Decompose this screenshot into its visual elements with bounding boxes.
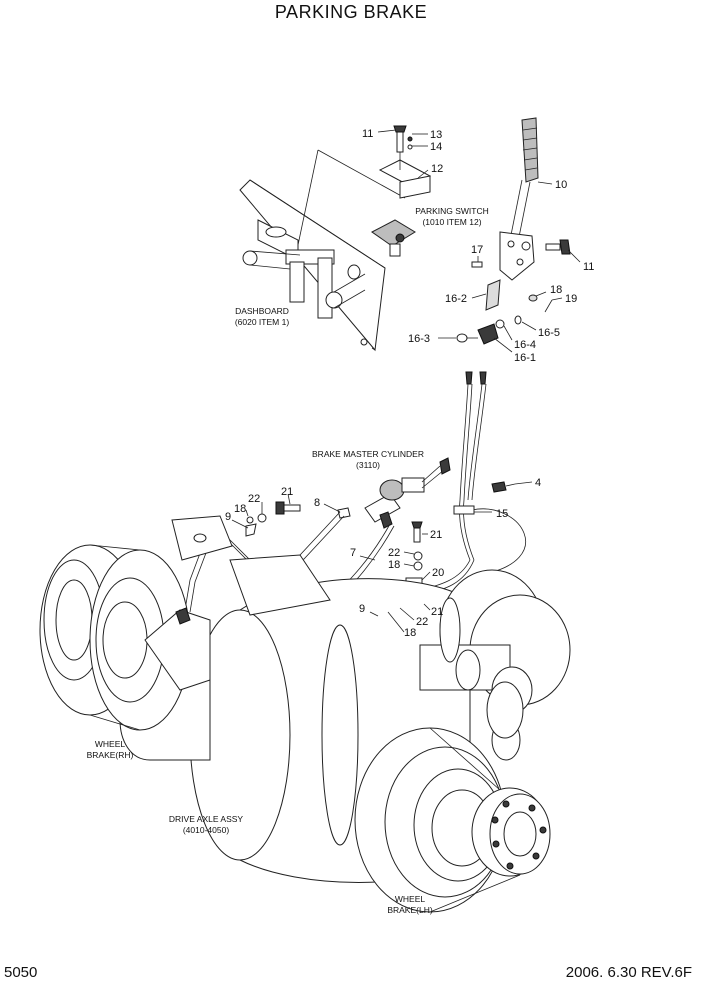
parking-switch-ref: (1010 ITEM 12) — [422, 217, 481, 227]
callout-15: 15 — [496, 508, 508, 520]
callout-18: 18 — [234, 503, 246, 515]
dashboard-panel — [239, 149, 406, 352]
callout-21: 21 — [431, 606, 443, 618]
wheel-brake-lh-ref: BRAKE(LH) — [387, 905, 433, 915]
callout-16-4: 16-4 — [514, 339, 536, 351]
parking-switch — [371, 219, 416, 257]
callout-22: 22 — [416, 616, 428, 628]
callout-18: 18 — [404, 627, 416, 639]
part-labels: PARKING SWITCH (1010 ITEM 12) DASHBOARD … — [87, 206, 489, 915]
wheel-brake-lh — [354, 727, 551, 913]
callout-16-3: 16-3 — [408, 333, 430, 345]
callout-21: 21 — [281, 486, 293, 498]
callout-16-5: 16-5 — [538, 327, 560, 339]
callout-11: 11 — [362, 128, 373, 140]
callout-17: 17 — [471, 244, 483, 256]
callout-8: 8 — [314, 497, 320, 509]
dashboard-label: DASHBOARD — [235, 306, 289, 316]
callout-22: 22 — [248, 493, 260, 505]
page-number: 5050 — [4, 964, 38, 981]
brake-master-cylinder-ref: (3110) — [356, 460, 380, 470]
callout-22: 22 — [388, 547, 400, 559]
callout-9: 9 — [225, 511, 231, 523]
callout-9: 9 — [359, 603, 365, 615]
page-title: PARKING BRAKE — [274, 2, 428, 22]
brake-master-cylinder — [337, 457, 451, 529]
callout-11: 11 — [583, 261, 594, 273]
drive-axle-label: DRIVE AXLE ASSY — [169, 814, 244, 824]
parking-switch-label: PARKING SWITCH — [415, 206, 489, 216]
switch-bracket — [378, 125, 432, 199]
revision-date: 2006. 6.30 REV.6F — [565, 964, 692, 981]
callout-16-2: 16-2 — [445, 293, 467, 305]
callout-18: 18 — [550, 284, 562, 296]
callout-7: 7 — [350, 547, 356, 559]
callout-21: 21 — [430, 529, 442, 541]
callout-4: 4 — [535, 477, 541, 489]
dashboard-ref: (6020 ITEM 1) — [235, 317, 289, 327]
callout-16-1: 16-1 — [514, 352, 536, 364]
parking-cable — [419, 371, 526, 595]
callout-19: 19 — [565, 293, 577, 305]
differential-hubs — [419, 569, 571, 761]
callout-14: 14 — [430, 141, 442, 153]
callout-20: 20 — [432, 567, 444, 579]
callout-10: 10 — [555, 179, 567, 191]
brake-master-cylinder-label: BRAKE MASTER CYLINDER — [312, 449, 424, 459]
callout-13: 13 — [430, 129, 442, 141]
parking-brake-lever — [456, 117, 571, 345]
wheel-brake-rh-ref: BRAKE(RH) — [87, 750, 134, 760]
callouts: 11 13 14 12 10 17 11 18 19 16-2 16-5 16-… — [225, 128, 594, 639]
wheel-brake-rh — [39, 544, 211, 731]
drive-axle-ref: (4010-4050) — [183, 825, 229, 835]
callout-12: 12 — [431, 163, 443, 175]
wheel-brake-rh-label: WHEEL — [95, 739, 126, 749]
leader-lines — [231, 129, 581, 633]
callout-18: 18 — [388, 559, 400, 571]
wheel-brake-lh-label: WHEEL — [395, 894, 426, 904]
